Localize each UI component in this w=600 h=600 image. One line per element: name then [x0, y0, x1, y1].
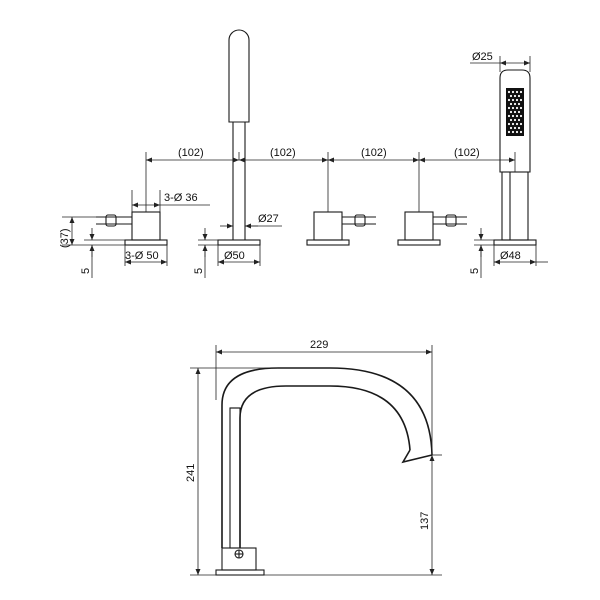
base-height-dimension-right: 5 — [469, 228, 494, 278]
reach-dimension: 229 — [215, 339, 433, 455]
spacing-label-4: (102) — [454, 147, 480, 159]
spacing-label-1: (102) — [178, 147, 204, 159]
base-height-dimension-spout: 5 — [193, 228, 218, 278]
spout-tube-diameter-dimension: Ø27 — [220, 213, 282, 229]
base-height-label-right: 5 — [469, 268, 481, 274]
base-height-label-left: 5 — [80, 268, 92, 274]
base-height-label-spout: 5 — [193, 268, 205, 274]
spacing-label-3: (102) — [361, 147, 387, 159]
height-label: 241 — [185, 464, 197, 482]
valve-right — [397, 211, 467, 246]
shower-base-diameter-dimension: Ø48 — [493, 245, 548, 266]
valve-middle — [306, 211, 376, 246]
handle-diameter-dimension: 3-Ø 36 — [131, 190, 210, 212]
outlet-height-label: 137 — [419, 512, 431, 530]
gooseneck-spout — [215, 367, 433, 576]
side-elevation: 229 241 137 — [185, 339, 442, 576]
shower-nozzle-pattern — [506, 88, 524, 136]
height-dimension: 241 — [185, 367, 278, 576]
valve-height-label: (37) — [59, 228, 71, 248]
shower-base-diameter-label: Ø48 — [500, 250, 521, 262]
shower-diameter-dimension: Ø25 — [470, 51, 531, 72]
spout-tube — [217, 29, 261, 246]
reach-label: 229 — [310, 339, 328, 351]
front-elevation: (102) (102) (102) (102) 3-Ø 36 (37) 5 — [59, 29, 548, 278]
base-diameter-dimension: 3-Ø 50 — [124, 245, 168, 266]
base-diameter-label: 3-Ø 50 — [125, 250, 159, 262]
spacing-extension-lines — [145, 152, 516, 212]
outlet-height-dimension: 137 — [264, 454, 442, 576]
spout-base-diameter-label: Ø50 — [224, 250, 245, 262]
handle-diameter-label: 3-Ø 36 — [164, 192, 198, 204]
base-height-dimension-left: 5 — [80, 228, 125, 278]
spout-tube-diameter-label: Ø27 — [258, 213, 279, 225]
spacing-dimension: (102) (102) (102) (102) — [146, 147, 515, 163]
spout-base-diameter-dimension: Ø50 — [217, 245, 261, 266]
shower-diameter-label: Ø25 — [472, 51, 493, 63]
spacing-label-2: (102) — [270, 147, 296, 159]
